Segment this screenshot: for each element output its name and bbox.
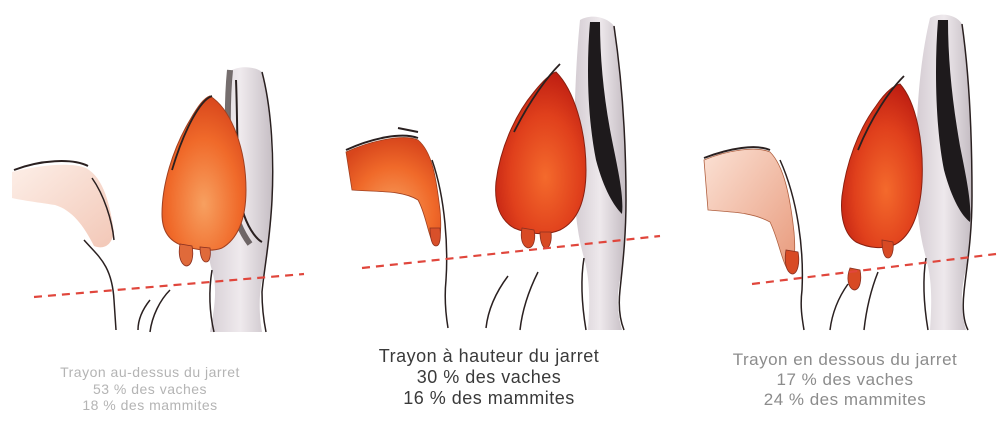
panel-1-title: Trayon au-dessus du jarret	[60, 364, 240, 381]
teat	[540, 232, 551, 248]
panel-3-cows-pct: 17 % des vaches	[777, 370, 914, 390]
panel-2-cows-pct: 30 % des vaches	[417, 367, 562, 388]
udder	[496, 72, 586, 234]
panel-3-mastitis-pct: 24 % des mammites	[764, 390, 927, 410]
teat	[200, 247, 210, 262]
panel-2-title: Trayon à hauteur du jarret	[379, 346, 599, 367]
panel-3-illustration	[704, 15, 996, 330]
panel-1-illustration	[12, 67, 304, 332]
panel-1-cows-pct: 53 % des vaches	[93, 381, 207, 398]
teat	[521, 228, 535, 248]
teat	[785, 250, 799, 274]
skin-flap	[704, 149, 795, 270]
panel-2-mastitis-pct: 16 % des mammites	[403, 388, 575, 409]
panel-1-mastitis-pct: 18 % des mammites	[82, 397, 217, 414]
skin-flap	[346, 138, 441, 244]
hock-line	[34, 274, 304, 297]
skin-flap	[12, 165, 114, 248]
teat	[430, 228, 440, 246]
panel-2-illustration	[346, 17, 660, 330]
teat	[882, 240, 893, 258]
udder	[842, 84, 923, 248]
panel-3-title: Trayon en dessous du jarret	[733, 350, 958, 370]
teat	[179, 244, 193, 266]
